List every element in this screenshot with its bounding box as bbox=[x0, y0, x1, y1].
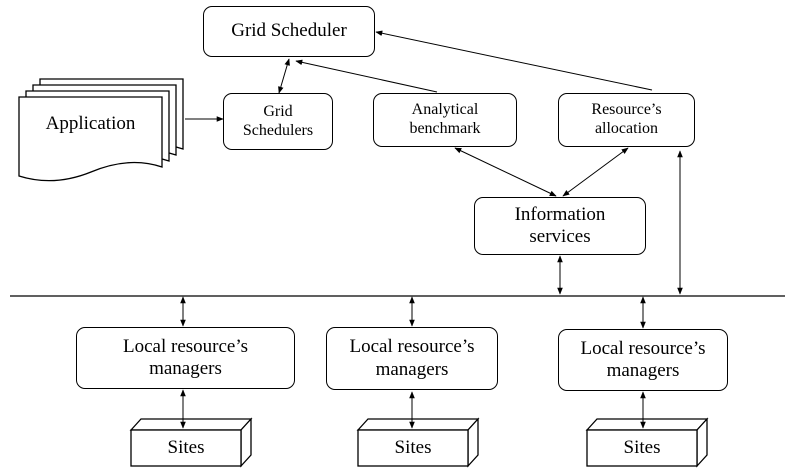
resources-allocation-label: Resource’s allocation bbox=[591, 101, 662, 137]
analytical-benchmark-node: Analytical benchmark bbox=[373, 93, 517, 147]
site-box-2 bbox=[356, 417, 480, 468]
grid-schedulers-node: Grid Schedulers bbox=[223, 93, 333, 150]
grid-scheduler-node: Grid Scheduler bbox=[203, 6, 375, 57]
local-manager-label-1: Local resource’s managers bbox=[122, 335, 249, 379]
arrow-benchmark-to-info-services bbox=[454, 147, 557, 197]
information-services-label: Information services bbox=[514, 203, 606, 247]
grid-scheduler-label: Grid Scheduler bbox=[231, 20, 347, 42]
local-manager-node-3: Local resource’s managers bbox=[558, 329, 728, 391]
grid-schedulers-label: Grid Schedulers bbox=[242, 102, 314, 139]
arrow-gs-to-grid-schedulers bbox=[278, 58, 290, 94]
local-manager-label-3: Local resource’s managers bbox=[580, 337, 706, 381]
application-document-stack bbox=[18, 78, 184, 182]
resources-allocation-node: Resource’s allocation bbox=[558, 93, 695, 147]
arrow-gs-to-resource-allocation bbox=[375, 30, 653, 91]
site-box-1 bbox=[129, 417, 253, 468]
information-services-node: Information services bbox=[474, 197, 646, 255]
site-box-3 bbox=[585, 417, 709, 468]
analytical-benchmark-label: Analytical benchmark bbox=[409, 101, 481, 137]
local-manager-label-2: Local resource’s managers bbox=[349, 336, 475, 380]
arrow-gs-to-analytical-benchmark bbox=[295, 59, 438, 93]
local-manager-node-2: Local resource’s managers bbox=[326, 327, 498, 390]
arrow-allocation-to-info-services bbox=[562, 147, 629, 197]
local-manager-node-1: Local resource’s managers bbox=[76, 327, 295, 389]
